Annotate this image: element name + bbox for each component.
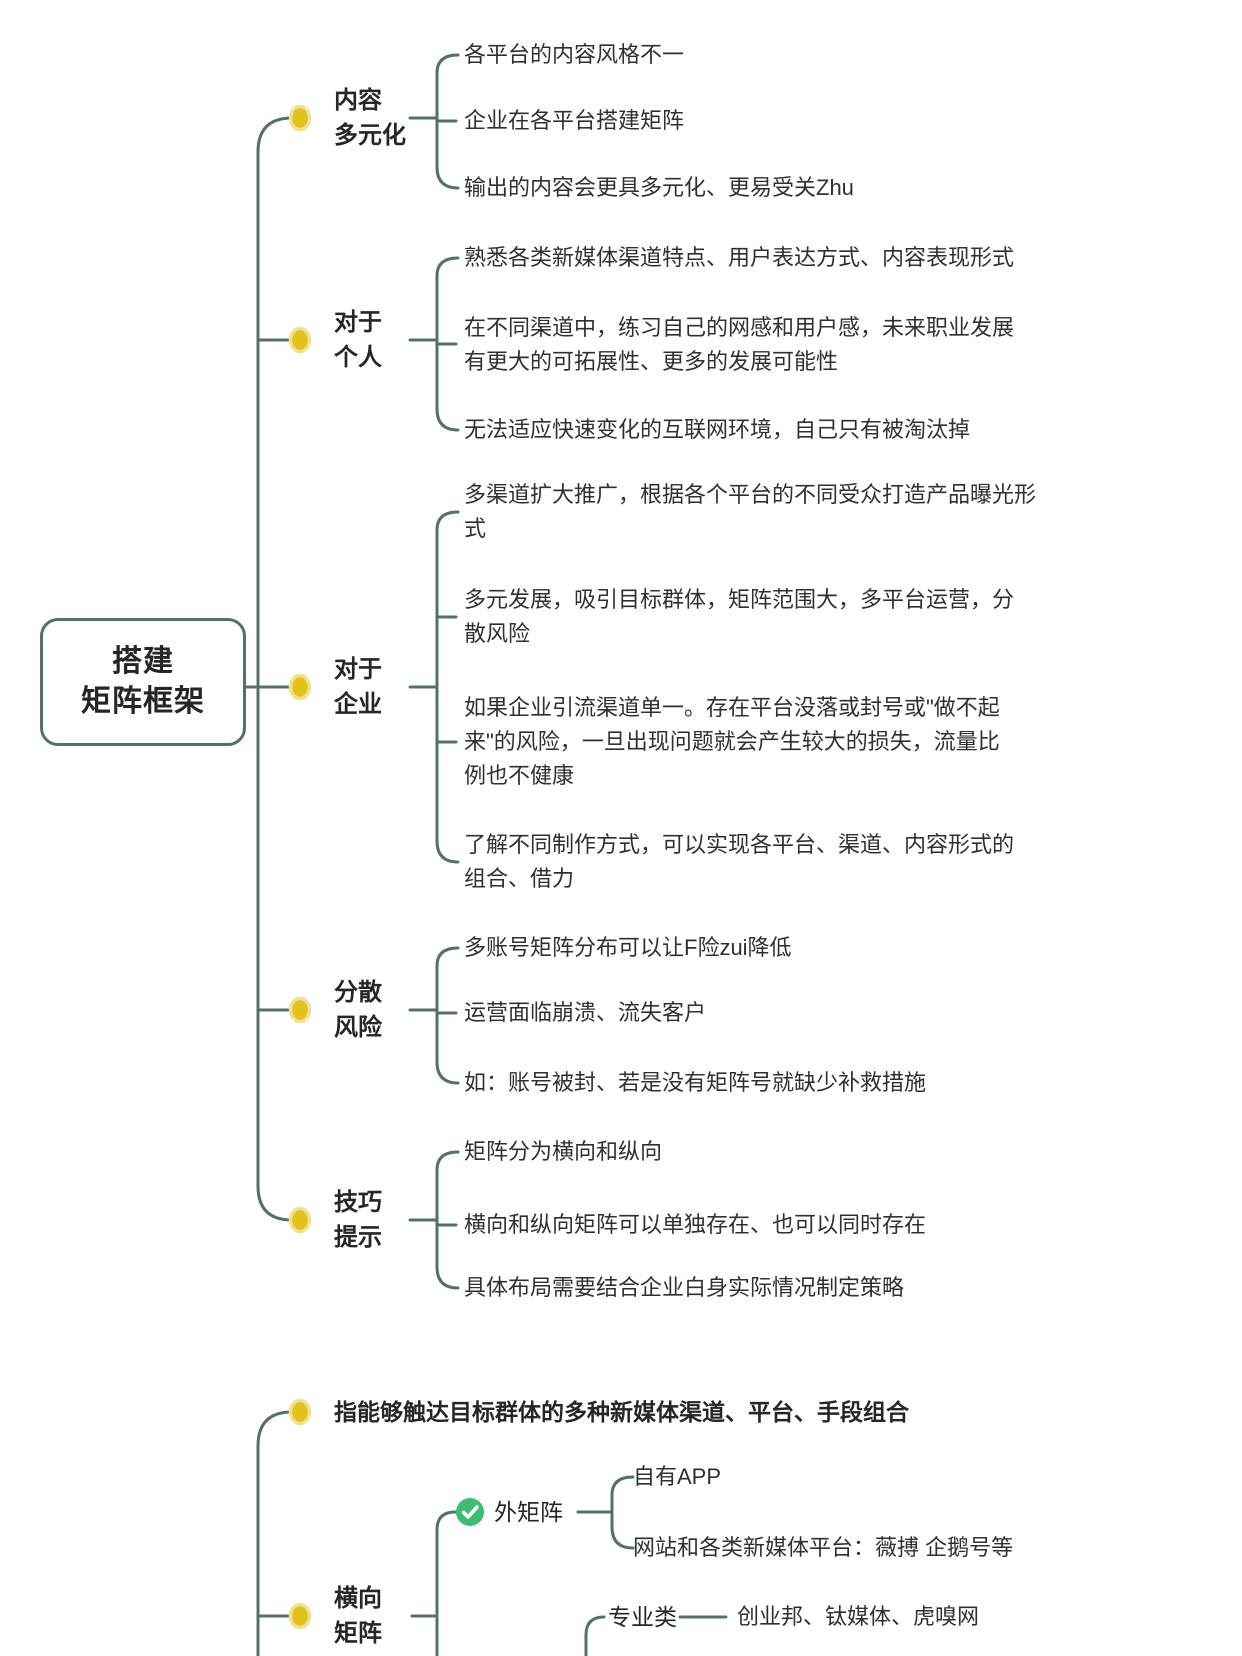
root-node[interactable]: 搭建 矩阵框架 [40,618,246,746]
leaf-node[interactable]: 具体布局需要结合企业白身实际情况制定策略 [464,1275,905,1300]
leaf-node[interactable]: 网站和各类新媒体平台：薇搏 企鹅号等 [633,1535,1014,1560]
branch-label-line: 矩阵 [334,1620,382,1647]
leaf-node[interactable]: 了解不同制作方式，可以实现各平台、渠道、内容形式的组合、借力 [464,832,1015,891]
branch-label-line: 企业 [334,691,382,718]
leaf-node[interactable]: 横向和纵向矩阵可以单独存在、也可以同时存在 [464,1212,927,1237]
leaf-node[interactable]: 熟悉各类新媒体渠道特点、用户表达方式、内容表现形式 [464,245,1015,270]
branch-tips[interactable]: 技巧 提示 [334,1185,382,1255]
leaf-node[interactable]: 创业邦、钛媒体、虎嗅网 [737,1604,980,1629]
branch-label-line: 内容 [334,87,382,114]
root-line-1: 搭建 [112,645,174,678]
definition-dot[interactable] [288,1398,312,1426]
leaf-node[interactable]: 多元发展，吸引目标群体，矩阵范围大，多平台运营，分散风险 [464,587,1015,646]
branch-label-line: 对于 [334,309,382,336]
branch3-bracket [435,510,460,864]
branch-label-line: 风险 [334,1014,382,1041]
branch1-dot[interactable] [288,104,312,132]
branch4-bracket [435,946,460,1085]
branch-label-line: 提示 [334,1224,382,1251]
professional-category-node[interactable]: 专业类 [608,1604,677,1630]
branch-horizontal-matrix[interactable]: 横向 矩阵 [334,1581,382,1651]
leaf-node[interactable]: 运营面临崩溃、流失客户 [464,1000,707,1025]
branch-content-diversity[interactable]: 内容 多元化 [334,83,406,153]
branch-label-line: 分散 [334,979,382,1006]
leaf-node[interactable]: 矩阵分为横向和纵向 [464,1139,663,1164]
leaf-node[interactable]: 各平台的内容风格不一 [464,42,685,67]
branch5-dot[interactable] [288,1206,312,1234]
trunk-line [256,116,294,1222]
branch-for-enterprise[interactable]: 对于 企业 [334,652,382,722]
branch3-dot[interactable] [288,673,312,701]
leaf-node[interactable]: 自有APP [633,1464,722,1489]
leaf-node[interactable]: 如果企业引流渠道单一。存在平台没落或封号或"做不起来"的风险，一旦出现问题就会产… [464,695,1000,788]
branch-label-line: 个人 [334,344,382,371]
lower-bracket [584,1615,606,1656]
hmatrix-bracket [435,1510,457,1656]
matrix-definition-node[interactable]: 指能够触达目标群体的多种新媒体渠道、平台、手段组合 [334,1399,909,1425]
branch-for-individual[interactable]: 对于 个人 [334,305,382,375]
leaf-node[interactable]: 无法适应快速变化的互联网环境，自己只有被淘汰掉 [464,417,971,442]
leaf-node[interactable]: 在不同渠道中，练习自己的网感和用户感，未来职业发展有更大的可拓展性、更多的发展可… [464,315,1015,374]
branch-label-line: 技巧 [334,1189,382,1216]
branch-spread-risk[interactable]: 分散 风险 [334,975,382,1045]
branch5-bracket [435,1150,460,1290]
check-circle-icon[interactable] [456,1498,484,1526]
leaf-node[interactable]: 多账号矩阵分布可以让F险zui降低 [464,935,792,960]
branch-label-line: 多元化 [334,122,406,149]
outer-matrix-bracket [610,1475,635,1550]
bottom-trunk [256,1410,294,1656]
leaf-node[interactable]: 企业在各平台搭建矩阵 [464,108,685,133]
leaf-node[interactable]: 如：账号被封、若是没有矩阵号就缺少补救措施 [464,1070,927,1095]
root-line-2: 矩阵框架 [81,685,205,718]
hmatrix-dot[interactable] [288,1602,312,1630]
branch2-dot[interactable] [288,326,312,354]
branch-label-line: 横向 [334,1585,382,1612]
outer-matrix-node[interactable]: 外矩阵 [494,1499,563,1525]
branch-label-line: 对于 [334,656,382,683]
leaf-node[interactable]: 多渠道扩大推广，根据各个平台的不同受众打造产品曝光形式 [464,482,1037,541]
branch4-dot[interactable] [288,996,312,1024]
leaf-node[interactable]: 输出的内容会更具多元化、更易受关Zhu [464,175,854,200]
